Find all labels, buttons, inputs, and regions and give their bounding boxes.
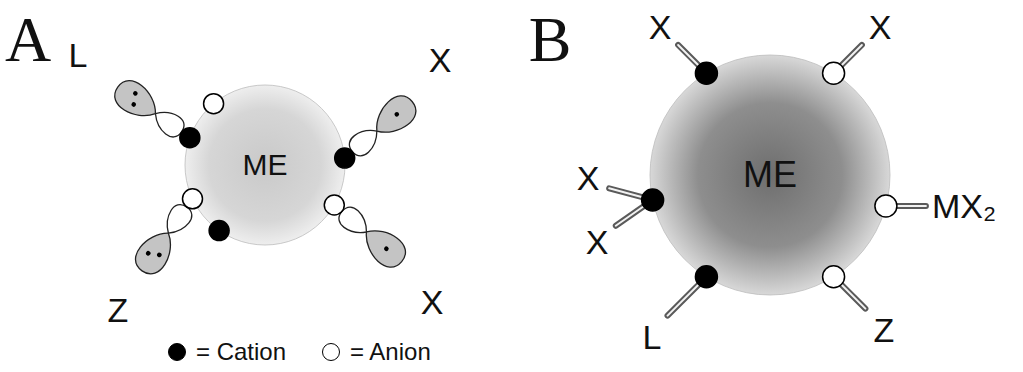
- legend-entry: = Anion: [322, 338, 431, 366]
- orbital-lobes: [332, 200, 411, 273]
- ligand-label: L: [69, 38, 88, 72]
- cation-dot: [695, 62, 717, 84]
- sphere: [650, 55, 890, 295]
- legend-entry: = Cation: [168, 338, 286, 366]
- filled-orbital-lobe: [109, 75, 164, 126]
- electron: [394, 111, 400, 117]
- anion-dot: [204, 94, 224, 114]
- filled-orbital-lobe: [367, 90, 422, 143]
- cation-dot: [695, 266, 717, 288]
- anion-dot: [324, 195, 344, 215]
- ligand-label: X: [869, 10, 892, 44]
- orbital-lobes: [343, 90, 422, 163]
- legend-text: = Anion: [350, 338, 431, 366]
- sphere: [185, 85, 345, 245]
- filled-orbital-lobe: [357, 220, 412, 273]
- electron: [132, 90, 138, 96]
- sphere-label: ME: [243, 150, 288, 180]
- ligand-label: X: [577, 161, 600, 195]
- orbital-lobes: [109, 75, 190, 144]
- cation-dot: [209, 221, 229, 241]
- ligand-label: L: [643, 320, 662, 354]
- anion-dot: [875, 195, 897, 217]
- ligand-label: X: [421, 285, 444, 319]
- sphere-label: ME: [743, 157, 797, 193]
- filled-orbital-lobe: [130, 225, 181, 280]
- cation-dot: [642, 189, 664, 211]
- ligand-label: Z: [874, 313, 895, 347]
- legend-text: = Cation: [196, 338, 286, 366]
- ligand-label: X: [586, 225, 609, 259]
- electron: [383, 245, 389, 251]
- ligand-label: MX₂: [932, 189, 996, 223]
- metal-sphere: ME: [171, 71, 359, 259]
- anion-dot: [823, 266, 845, 288]
- legend-swatch: [322, 343, 340, 361]
- electron: [131, 101, 137, 107]
- anion-dot: [182, 189, 202, 209]
- cation-dot: [180, 128, 200, 148]
- panel-letter: B: [529, 8, 572, 72]
- panel-letter: A: [5, 8, 51, 72]
- electron: [156, 252, 162, 258]
- anion-dot: [823, 62, 845, 84]
- electron: [145, 250, 151, 256]
- ligand-label: X: [429, 43, 452, 77]
- metal-sphere: ME: [636, 41, 904, 309]
- ligand-label: X: [649, 10, 672, 44]
- cation-dot: [335, 148, 355, 168]
- ligand-label: Z: [108, 293, 129, 327]
- legend-swatch: [168, 343, 186, 361]
- orbital-lobes: [130, 198, 199, 279]
